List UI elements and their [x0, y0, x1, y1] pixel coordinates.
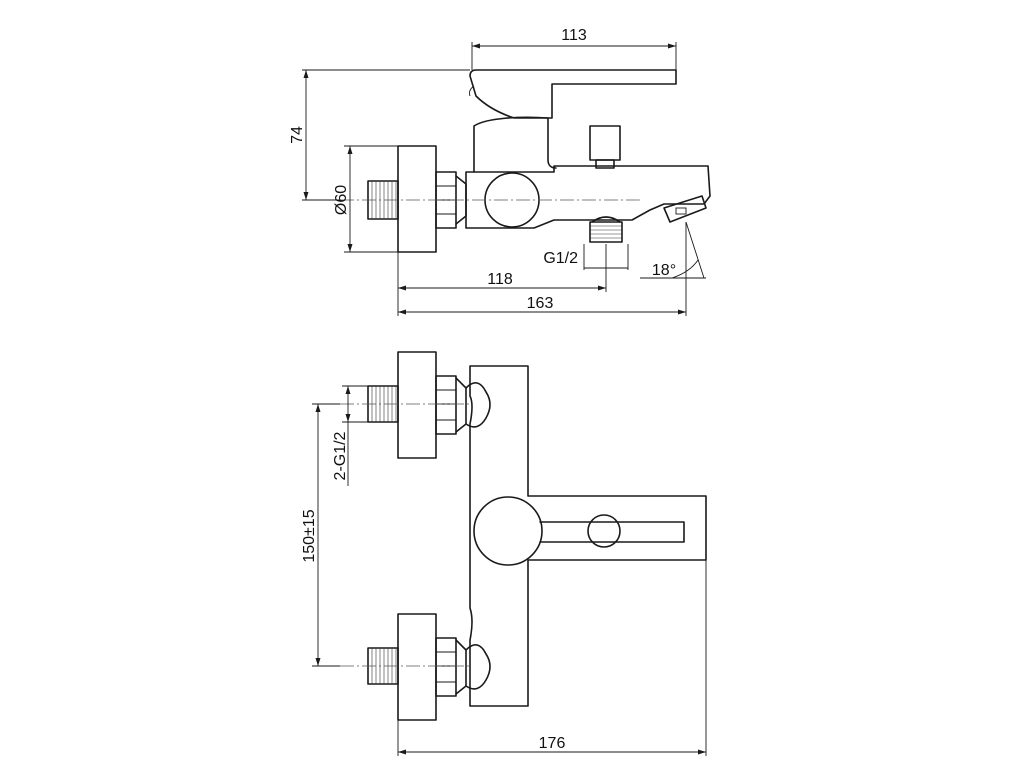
dim-overall-length-front: 176	[539, 735, 566, 752]
cartridge-housing	[473, 116, 557, 173]
dim-height: 74	[289, 126, 306, 144]
side-view	[340, 69, 711, 253]
diverter-knob-top	[587, 514, 621, 548]
front-view-dimensions: 2-G1/2 150±15 176	[301, 385, 707, 756]
dim-outlet-thread: G1/2	[543, 250, 578, 267]
mixer-body	[465, 165, 711, 229]
dim-overall-length-side: 163	[527, 295, 554, 312]
lever-handle	[469, 69, 677, 119]
spout-aerator	[663, 195, 707, 223]
wall-flange	[397, 145, 437, 253]
diverter-knob	[589, 125, 621, 169]
front-view	[340, 351, 707, 721]
dim-lever-width: 113	[561, 27, 587, 44]
dim-inlet-to-outlet: 118	[487, 271, 513, 288]
lever-bar	[539, 521, 685, 543]
side-view-dimensions: 113 74 Ø60 G1/2 18° 118 163	[289, 27, 706, 316]
dim-inlet-spacing: 150±15	[301, 509, 318, 562]
dim-spout-angle: 18°	[652, 262, 676, 279]
dim-inlet-threads: 2-G1/2	[332, 431, 349, 480]
shower-outlet-thread	[589, 216, 623, 243]
vertical-body	[469, 365, 707, 707]
dim-diameter: Ø60	[333, 185, 350, 215]
handle-base	[473, 496, 543, 566]
